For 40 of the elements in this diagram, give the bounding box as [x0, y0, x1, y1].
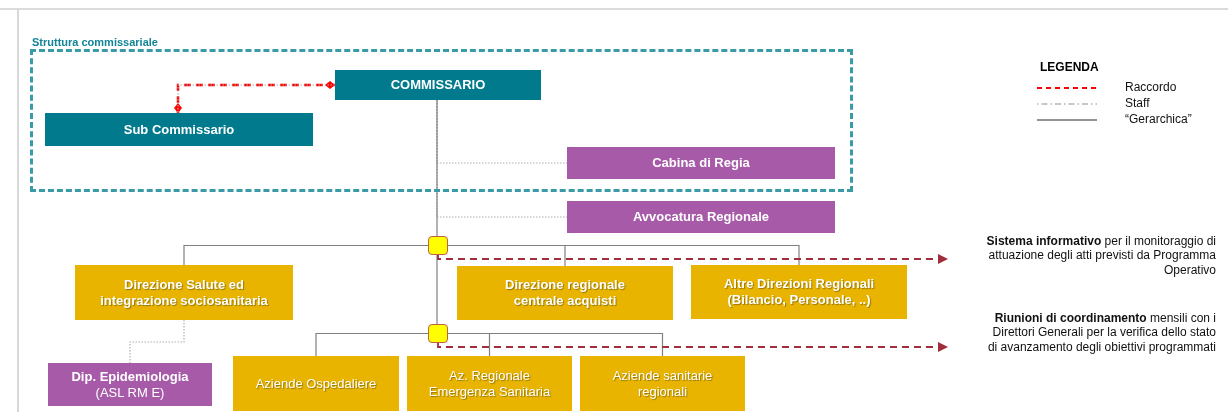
junction-square	[428, 324, 448, 343]
box-label: Az. Regionale Emergenza Sanitaria	[427, 367, 552, 400]
department-box	[407, 356, 572, 411]
office-box	[567, 201, 835, 233]
box-label: Direzione regionale centrale acquisti	[504, 277, 626, 309]
box-label: Aziende Ospedaliere	[255, 375, 377, 392]
department-box	[75, 265, 293, 320]
department-box	[457, 266, 673, 320]
box-label: Dip. Epidemiologia	[71, 368, 189, 385]
connector-line	[183, 244, 429, 266]
org-box	[335, 70, 541, 100]
connector-line	[447, 332, 664, 357]
arrow	[437, 342, 949, 352]
department-box	[233, 356, 399, 411]
box-label: Sub Commissario	[123, 121, 235, 138]
legend-text: Staff	[1125, 96, 1150, 110]
legend-title: LEGENDA	[1040, 60, 1099, 74]
box-label: Aziende sanitarie regionali	[611, 367, 714, 400]
note-text: Riunioni di coordinamento mensili con i Direttori Generali per la verifica dello stato di avanzamento degli obiettivi programmati	[986, 311, 1216, 355]
department-box	[691, 265, 907, 319]
note-text: Sistema informativo per il monitoraggio di attuazione degli atti previsti da Programma Operativo	[985, 234, 1216, 278]
connector-line	[129, 319, 185, 364]
department-box	[580, 356, 745, 411]
group-heading: Struttura commissariale	[32, 36, 158, 50]
legend-text: “Gerarchica”	[1125, 112, 1192, 126]
legend-text: Raccordo	[1125, 80, 1177, 94]
box-label: (ASL RM E)	[95, 384, 165, 401]
box-label: COMMISSARIO	[390, 77, 486, 93]
box-label: Altre Direzioni Regionali (Bilancio, Personale, ..)	[722, 276, 876, 308]
box-label: Direzione Salute ed integrazione sociosanitaria	[99, 276, 269, 309]
junction-square	[428, 236, 448, 255]
connector-line	[436, 254, 438, 325]
box-label: Cabina di Regia	[652, 155, 750, 171]
connector-line	[436, 99, 438, 237]
office-box	[48, 363, 212, 406]
arrow	[437, 254, 949, 264]
office-box	[567, 147, 835, 179]
connector-line	[315, 332, 429, 357]
box-label: Avvocatura Regionale	[632, 209, 770, 225]
org-box	[45, 113, 313, 146]
